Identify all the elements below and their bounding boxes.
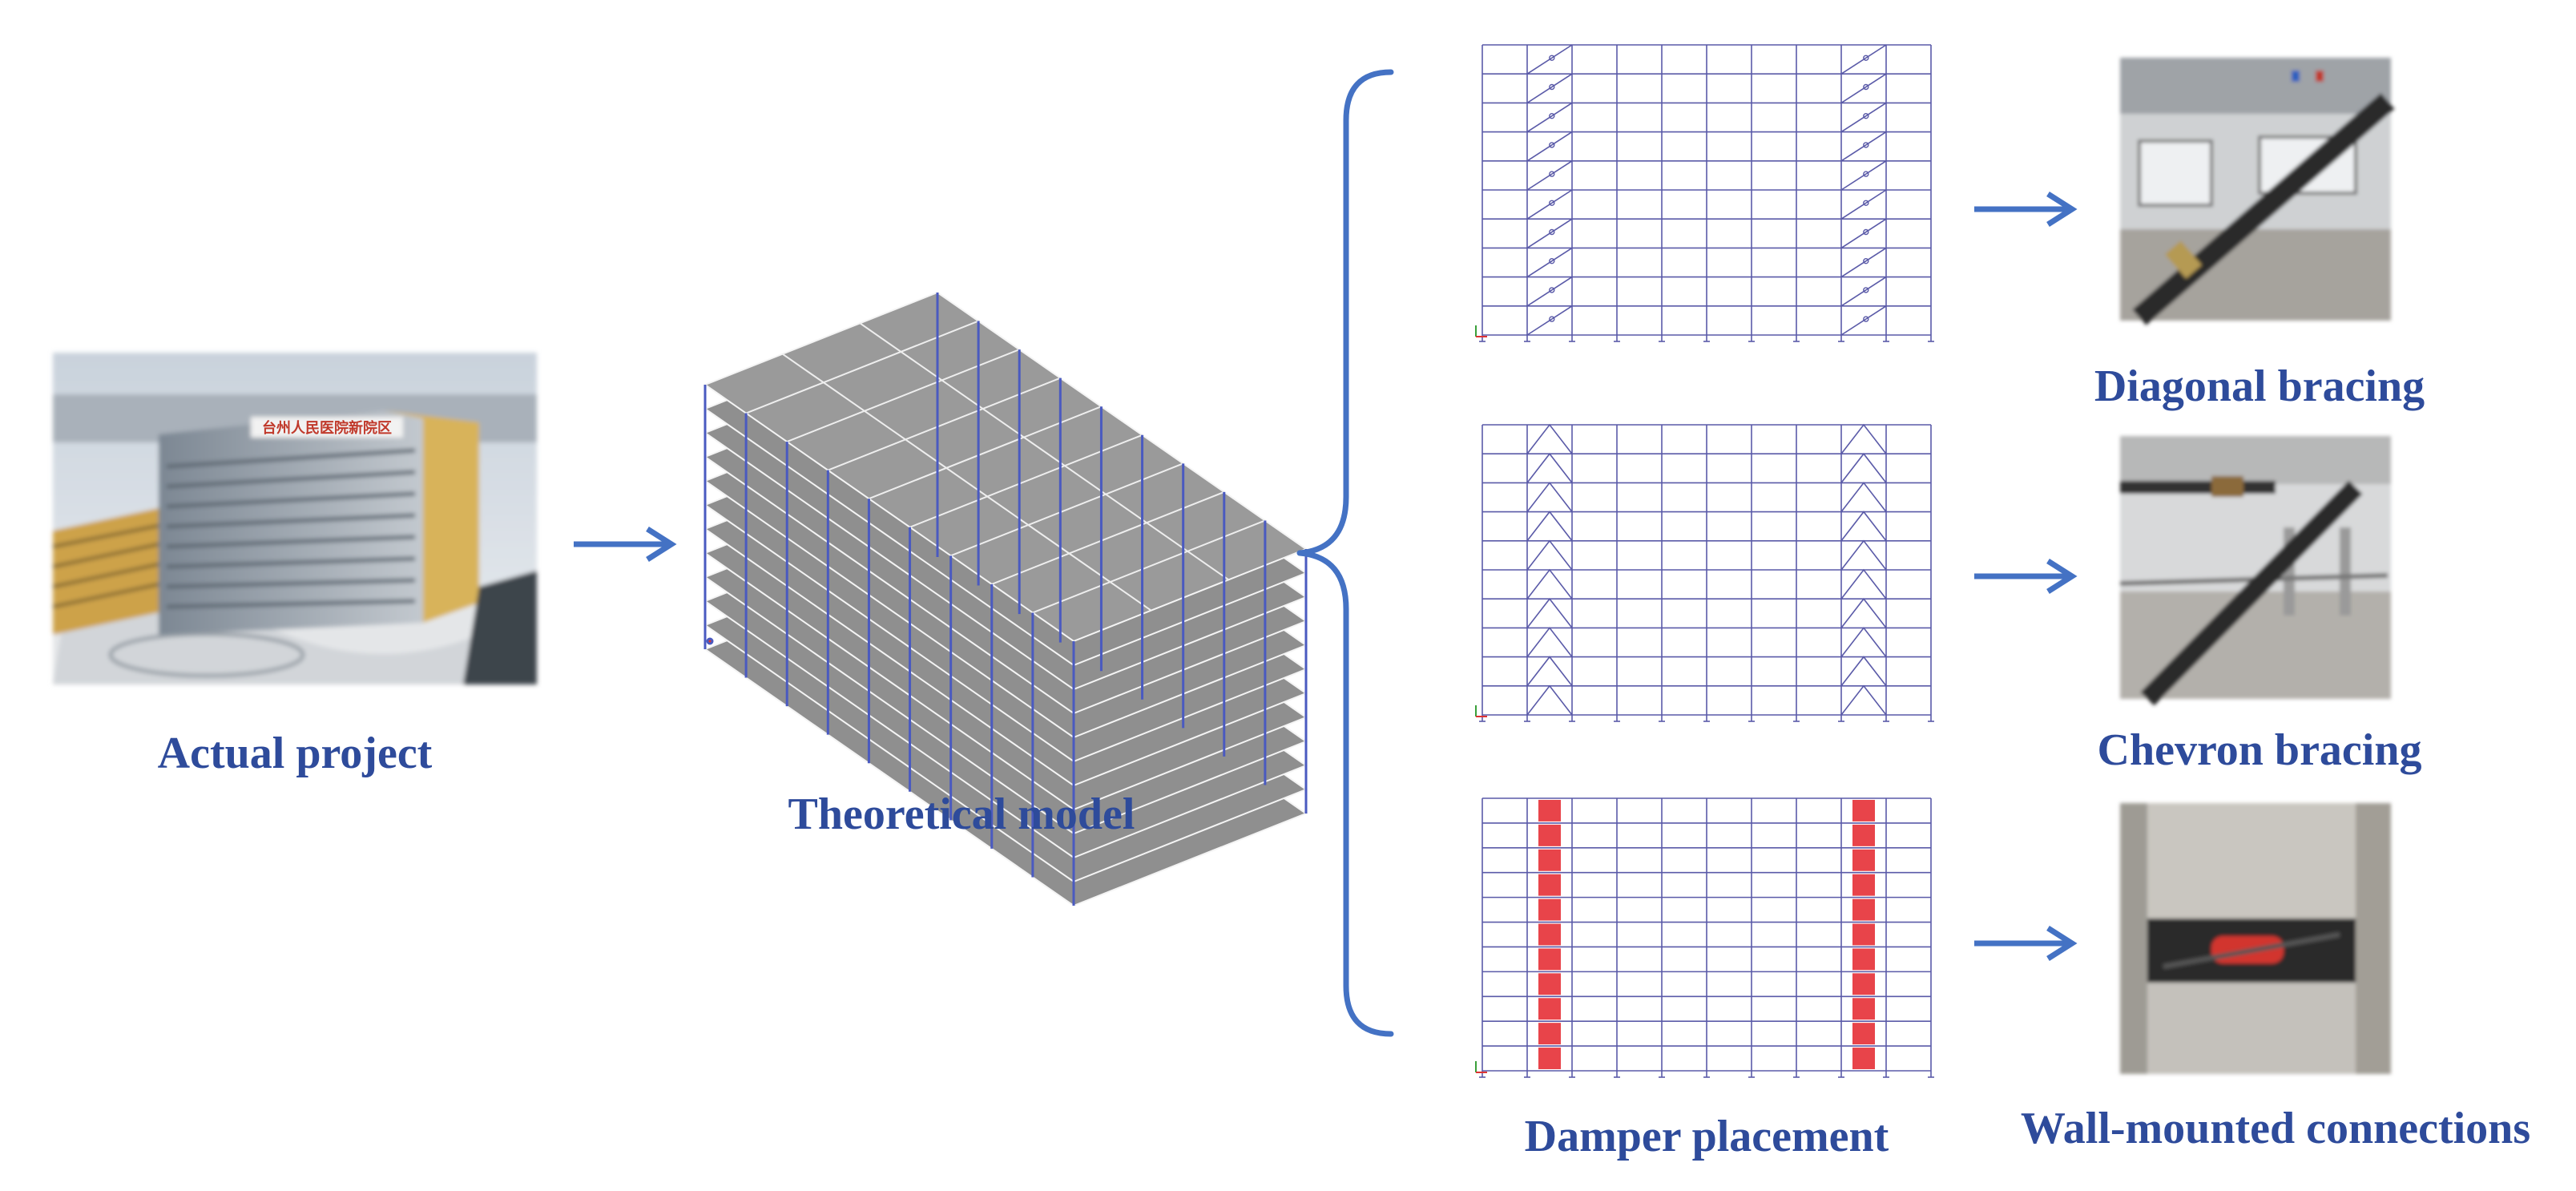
damper-node (1549, 257, 1555, 264)
chevron-brace (1840, 452, 1887, 483)
chevron-brace (1840, 597, 1887, 628)
frame-chevron-bracing (1475, 423, 1934, 722)
wall-damper (1852, 849, 1875, 871)
damper-node (1863, 112, 1869, 119)
wall-damper (1538, 1023, 1561, 1045)
wall-damper (1538, 973, 1561, 995)
damper-node (1863, 200, 1869, 206)
chevron-brace (1840, 423, 1887, 454)
chevron-brace (1840, 482, 1887, 513)
chevron-brace (1526, 452, 1573, 483)
wall-damper (1538, 874, 1561, 896)
damper-node (1549, 287, 1555, 293)
chevron-brace (1526, 656, 1573, 687)
diagonal-bracing-label: Diagonal bracing (2094, 361, 2425, 411)
chevron-brace (1840, 656, 1887, 687)
model-grid-line (745, 320, 979, 414)
wall-damper (1538, 800, 1561, 822)
damper-node (1549, 142, 1555, 148)
chevron-brace (1840, 568, 1887, 600)
damper-node (1549, 83, 1555, 91)
chevron-brace (1526, 597, 1573, 628)
chevron-brace (1840, 539, 1887, 571)
chevron-brace (1526, 627, 1573, 658)
frame-wall-mounted (1475, 797, 1934, 1078)
wall-damper (1538, 998, 1561, 1020)
model-grid-line (909, 434, 1143, 528)
damper-node (1863, 171, 1869, 177)
wall-damper (1852, 973, 1875, 995)
theoretical-model-3d (703, 291, 1308, 907)
wall-damper (1852, 1048, 1875, 1069)
wall-mounted-label: Wall-mounted connections (2020, 1104, 2531, 1153)
model-grid-line (991, 491, 1225, 585)
wall-damper (1538, 948, 1561, 971)
theoretical-model-label: Theoretical model (788, 789, 1135, 839)
chevron-brace (1526, 568, 1573, 600)
damper-node (1549, 171, 1555, 177)
chevron-brace (1526, 511, 1573, 542)
damper-node (1549, 316, 1555, 322)
chevron-brace (1526, 539, 1573, 571)
wall-damper (1538, 1048, 1561, 1069)
actual-project-label: Actual project (157, 729, 433, 778)
chevron-bracing-photo (2119, 436, 2391, 706)
wall-damper (1538, 849, 1561, 871)
model-grid-line (950, 462, 1184, 557)
chevron-brace (1526, 423, 1573, 454)
model-grid-line (859, 322, 1229, 581)
chevron-brace (1526, 482, 1573, 513)
left-brace-icon (1296, 69, 1394, 1037)
model-grid-line (869, 406, 1102, 500)
actual-project-photo: 台州人民医院新院区 (52, 353, 537, 684)
wall-damper (1852, 824, 1875, 846)
wall-damper (1852, 1023, 1875, 1045)
arrow-right-icon (1974, 559, 2078, 594)
chevron-brace (1840, 627, 1887, 658)
chevron-brace (1526, 684, 1573, 716)
photo-sign-text: 台州人民医院新院区 (262, 419, 392, 437)
damper-placement-label: Damper placement (1524, 1112, 1889, 1161)
wall-damper (1852, 898, 1875, 921)
axis-triad-icon (706, 637, 714, 645)
model-grid-line (827, 377, 1061, 471)
wall-damper (1852, 800, 1875, 822)
model-grid-line (782, 353, 1152, 612)
wall-damper (1538, 898, 1561, 921)
wall-damper (1538, 923, 1561, 946)
damper-node (1549, 228, 1555, 236)
model-grid-line (786, 349, 1020, 443)
wall-damper (1852, 923, 1875, 946)
damper-node (1863, 316, 1869, 322)
diagonal-bracing-photo (2120, 58, 2395, 325)
chevron-brace (1840, 684, 1887, 716)
arrow-right-icon (1974, 926, 2078, 961)
wall-damper (1538, 824, 1561, 846)
frame-diagonal-bracing (1475, 44, 1934, 342)
damper-node (1863, 228, 1869, 236)
arrow-right-icon (574, 527, 677, 562)
model-grid-line (1032, 519, 1266, 614)
damper-node (1863, 55, 1869, 61)
chevron-bracing-label: Chevron bracing (2097, 725, 2422, 775)
damper-node (1863, 142, 1869, 148)
damper-node (1863, 83, 1869, 91)
chevron-brace (1840, 511, 1887, 542)
damper-node (1549, 200, 1555, 206)
arrow-right-icon (1974, 192, 2078, 227)
damper-node (1549, 112, 1555, 119)
wall-damper (1852, 998, 1875, 1020)
damper-node (1863, 287, 1869, 293)
wall-mounted-photo (2120, 803, 2391, 1074)
wall-damper (1852, 948, 1875, 971)
wall-damper (1852, 874, 1875, 896)
damper-node (1863, 257, 1869, 264)
damper-node (1549, 55, 1555, 61)
